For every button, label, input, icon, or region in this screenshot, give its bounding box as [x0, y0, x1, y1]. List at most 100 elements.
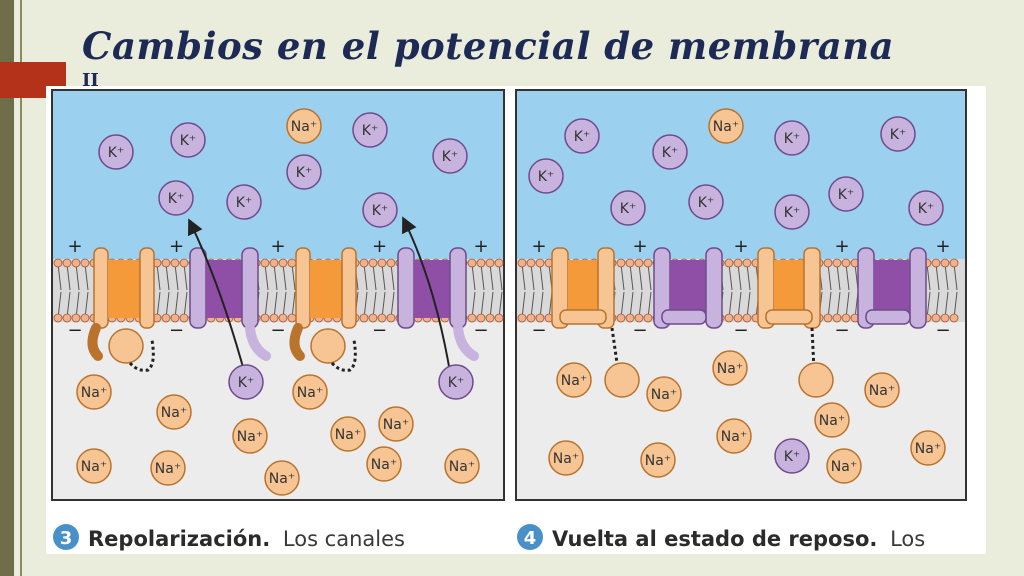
minus-charge: − [372, 320, 387, 341]
phospholipid-head [940, 258, 950, 268]
phospholipid-head [841, 258, 851, 268]
caption-text: Los canales [283, 527, 405, 551]
phospholipid-head [368, 313, 378, 323]
phospholipid-head [517, 258, 527, 268]
sodium-ion-label: Na⁺ [915, 441, 941, 457]
sodium-ion-label: Na⁺ [383, 417, 409, 433]
phospholipid-head [476, 258, 486, 268]
potassium-ion: K⁺ [774, 120, 810, 156]
plus-charge: + [834, 236, 849, 257]
potassium-ion: K⁺ [688, 184, 724, 220]
plus-charge: + [935, 236, 950, 257]
potassium-ion-label: K⁺ [296, 165, 313, 181]
minus-charge: − [270, 320, 285, 341]
phospholipid-head [823, 258, 833, 268]
plus-charge: + [473, 236, 488, 257]
sodium-ion: Na⁺ [548, 440, 584, 476]
plus-charge: + [531, 236, 546, 257]
phospholipid-head [467, 313, 477, 323]
potassium-ion-label: K⁺ [168, 191, 185, 207]
phospholipid-head [832, 313, 842, 323]
phospholipid-head [823, 313, 833, 323]
sodium-ion: Na⁺ [76, 448, 112, 484]
svg-text:Repolarización. Los ca: Repolarización. Los canales [88, 527, 405, 551]
phospholipid-head [287, 313, 297, 323]
potassium-ion: K⁺ [226, 184, 262, 220]
sodium-ion: Na⁺ [910, 430, 946, 466]
sodium-ion: Na⁺ [264, 460, 300, 496]
sodium-ion: Na⁺ [444, 448, 480, 484]
sodium-ion: Na⁺ [814, 402, 850, 438]
potassium-ion-label: K⁺ [448, 375, 465, 391]
potassium-ion-label: K⁺ [620, 201, 637, 217]
sodium-ion-label: Na⁺ [645, 453, 671, 469]
sodium-ion: Na⁺ [826, 448, 862, 484]
sodium-ion: Na⁺ [156, 394, 192, 430]
potassium-ion: K⁺ [158, 180, 194, 216]
phospholipid-head [940, 313, 950, 323]
sodium-ion-label: Na⁺ [81, 385, 107, 401]
potassium-ion-label: K⁺ [918, 201, 935, 217]
potassium-ion-label: K⁺ [784, 449, 801, 465]
sodium-ion-label: Na⁺ [269, 471, 295, 487]
na-channel-closed [757, 247, 834, 398]
membrane-diagram: + − + − + − + − + − [51, 89, 967, 551]
phospholipid-head [733, 258, 743, 268]
phospholipid-head [71, 258, 81, 268]
phospholipid-head [260, 313, 270, 323]
phospholipid-head [949, 258, 959, 268]
phospholipid-head [526, 258, 536, 268]
phospholipid-head [269, 258, 279, 268]
phospholipid-head [517, 313, 527, 323]
sodium-ion: Na⁺ [366, 446, 402, 482]
sodium-ion-label: Na⁺ [561, 373, 587, 389]
phospholipid-head [832, 258, 842, 268]
plus-charge: + [169, 236, 184, 257]
potassium-ion: K⁺ [774, 438, 810, 474]
potassium-ion-label: K⁺ [784, 131, 801, 147]
sodium-ion-label: Na⁺ [291, 119, 317, 135]
phospholipid-head [494, 258, 504, 268]
phospholipid-head [377, 258, 387, 268]
phospholipid-head [278, 258, 288, 268]
na-channel-inactivated [87, 247, 155, 372]
potassium-ion: K⁺ [438, 364, 474, 400]
potassium-ion: K⁺ [286, 154, 322, 190]
potassium-ion-label: K⁺ [662, 145, 679, 161]
sodium-ion-label: Na⁺ [831, 459, 857, 475]
phospholipid-head [269, 313, 279, 323]
k-channel-closed [653, 247, 723, 329]
phospholipid-head [485, 313, 495, 323]
sodium-ion: Na⁺ [292, 374, 328, 410]
phospholipid-head [377, 313, 387, 323]
minus-charge: − [473, 320, 488, 341]
sodium-ion-label: Na⁺ [553, 451, 579, 467]
caption-title: Vuelta al estado de reposo. [552, 527, 877, 551]
phospholipid-head [616, 258, 626, 268]
na-channel-closed [551, 247, 640, 398]
phospholipid-head [359, 258, 369, 268]
sodium-ion: Na⁺ [556, 362, 592, 398]
phospholipid-head [53, 313, 63, 323]
phospholipid-head [949, 313, 959, 323]
minus-charge: − [169, 320, 184, 341]
sodium-ion-label: Na⁺ [335, 427, 361, 443]
sodium-ion: Na⁺ [330, 416, 366, 452]
step-number: 4 [524, 528, 537, 549]
phospholipid-head [179, 258, 189, 268]
phospholipid-head [485, 258, 495, 268]
left-decor-line [20, 0, 22, 576]
potassium-ion: K⁺ [880, 116, 916, 152]
sodium-ion: Na⁺ [150, 450, 186, 486]
slide-title-tail: II [82, 70, 99, 91]
extracellular-region [517, 91, 965, 259]
phospholipid-head [179, 313, 189, 323]
step-badge [53, 524, 79, 550]
left-decor-bar [0, 0, 14, 576]
phospholipid-head [625, 313, 635, 323]
potassium-ion-label: K⁺ [372, 203, 389, 219]
phospholipid-head [535, 258, 545, 268]
minus-charge: − [67, 320, 82, 341]
plus-charge: + [270, 236, 285, 257]
phospholipid-head [170, 258, 180, 268]
